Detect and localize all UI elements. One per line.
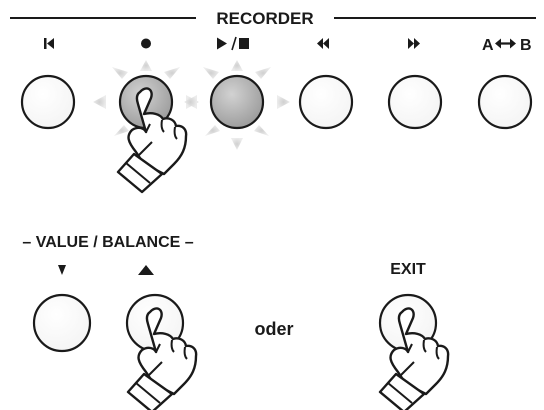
value-up-arrow-icon [138,265,154,275]
svg-text:B: B [520,37,532,54]
ab-repeat-icon: A B [482,37,532,54]
skip-to-start-icon [44,38,54,49]
ab-repeat-button[interactable] [477,74,533,130]
value-down-button[interactable] [32,293,92,353]
fast-forward-button[interactable] [387,74,443,130]
play-stop-button[interactable] [209,74,265,130]
skip-to-start-button[interactable] [20,74,76,130]
record-icon [141,38,151,49]
rewind-button[interactable] [298,74,354,130]
play-stop-icon [217,36,249,51]
recorder-title: RECORDER [216,9,313,28]
rewind-icon [317,38,329,49]
value-balance-title: – VALUE / BALANCE – [22,234,193,251]
play-stop-glow [184,60,290,150]
value-down-arrow-icon [58,265,66,275]
or-text: oder [254,319,293,339]
svg-text:A: A [482,37,494,54]
exit-label: EXIT [390,261,426,278]
fast-forward-icon [408,38,420,49]
